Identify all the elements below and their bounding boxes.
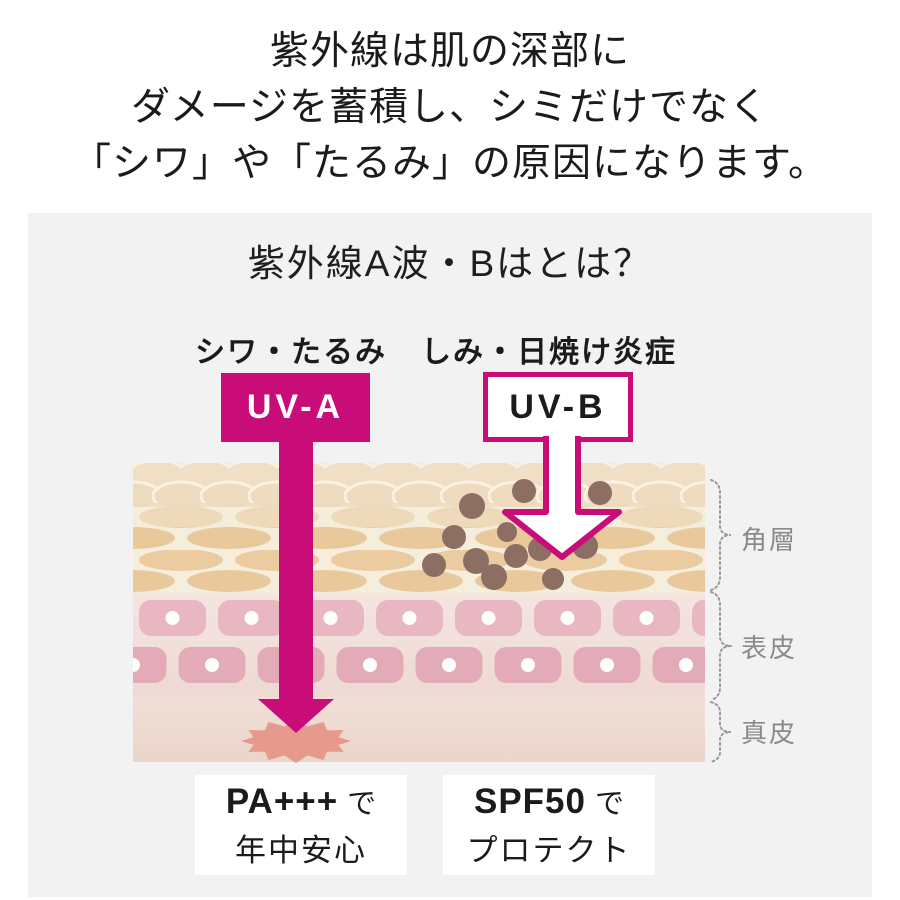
layer-label-stratum-corneum: 角層: [741, 525, 798, 555]
uva-protection-line2: 年中安心: [235, 833, 367, 868]
layer-label-epidermis: 表皮: [741, 633, 798, 663]
uva-particle: で: [347, 788, 377, 820]
uva-protection-box: PA+++ で 年中安心: [195, 775, 407, 875]
uvb-badge: UV-B: [483, 372, 633, 442]
uva-badge: UV-A: [221, 373, 370, 442]
uvb-effect-label: しみ・日焼け炎症: [421, 336, 677, 369]
headline-line-1: 紫外線は肌の深部に: [269, 30, 630, 73]
uvb-protection-line2: プロテクト: [466, 833, 632, 868]
headline-line-2: ダメージを蓄積し、シミだけでなく: [130, 86, 770, 129]
layer-label-dermis: 真皮: [741, 718, 798, 748]
uvb-particle: で: [594, 788, 624, 820]
panel-title: 紫外線A波・Bはとは？: [247, 243, 653, 284]
spf-rating: SPF50: [473, 782, 586, 821]
uva-protection-line1: PA+++ で: [226, 780, 376, 822]
pa-rating: PA+++: [225, 782, 339, 821]
headline-line-3: 「シワ」や「たるみ」の原因になります。: [71, 142, 829, 185]
uvb-protection-box: SPF50 で プロテクト: [443, 775, 655, 875]
uvb-protection-line1: SPF50 で: [474, 780, 624, 822]
headline: 紫外線は肌の深部に ダメージを蓄積し、シミだけでなく 「シワ」や「たるみ」の原因…: [0, 24, 900, 192]
uva-effect-label: シワ・たるみ: [195, 336, 387, 369]
